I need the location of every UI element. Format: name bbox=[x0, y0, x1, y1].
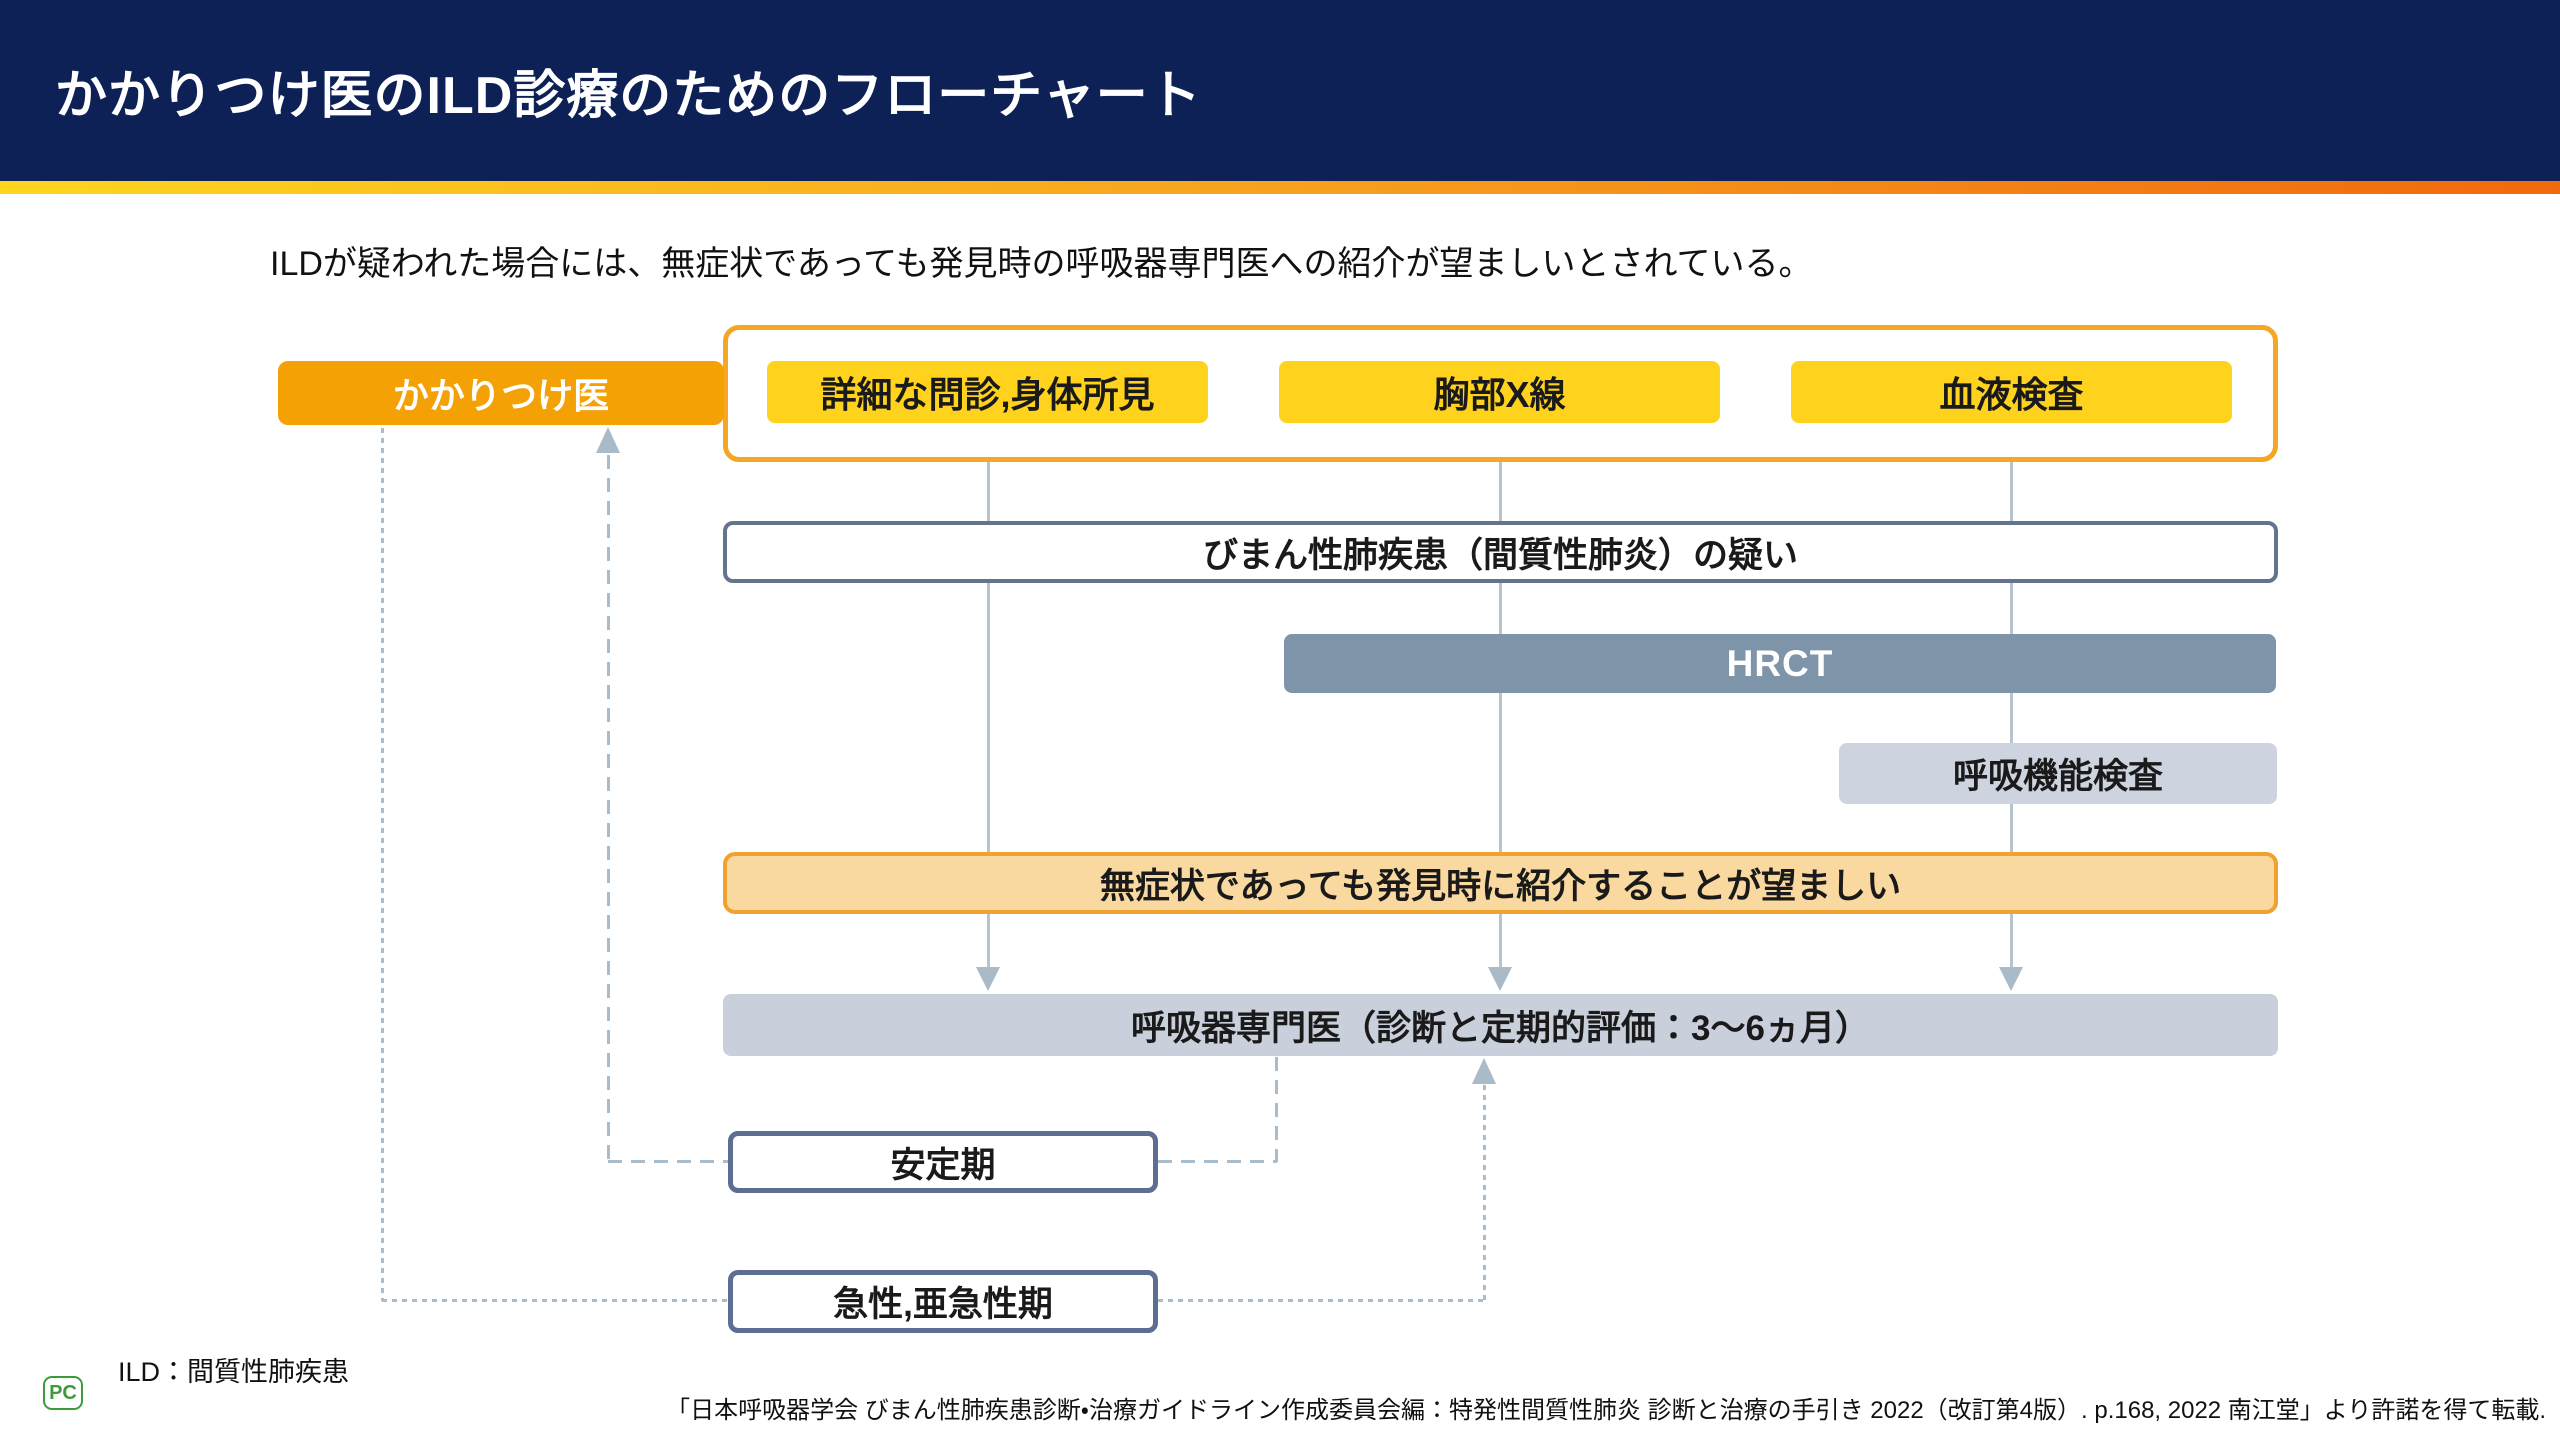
specialist-to-stable-horizontal-dashed-line bbox=[1158, 1159, 1277, 1163]
arrow-down-icon bbox=[1488, 967, 1512, 991]
specialist-box: 呼吸器専門医（診断と定期的評価：3〜6ヵ月） bbox=[723, 994, 2278, 1056]
exam-label: 胸部X線 bbox=[1433, 374, 1566, 415]
header-bar: かかりつけ医のILD診療のためのフローチャート bbox=[0, 0, 2560, 181]
exam-box-interview: 詳細な問診,身体所見 bbox=[767, 361, 1208, 423]
page-title: かかりつけ医のILD診療のためのフローチャート bbox=[55, 67, 1202, 125]
pulmonary-function-test-box: 呼吸機能検査 bbox=[1839, 743, 2277, 804]
suspicion-label: びまん性肺疾患（間質性肺炎）の疑い bbox=[1202, 535, 1798, 575]
acute-phase-box: 急性,亜急性期 bbox=[728, 1270, 1158, 1333]
pc-logo: PC bbox=[43, 1376, 83, 1410]
acute-phase-label: 急性,亜急性期 bbox=[833, 1285, 1053, 1324]
hrct-box: HRCT bbox=[1284, 634, 2276, 693]
arrow-up-icon bbox=[596, 427, 620, 453]
exam-box-blood-test: 血液検査 bbox=[1791, 361, 2232, 423]
accent-gradient-bar bbox=[0, 181, 2560, 194]
exam-label: 詳細な問診,身体所見 bbox=[820, 374, 1155, 415]
exam-label: 血液検査 bbox=[1939, 374, 2084, 415]
suspicion-box: びまん性肺疾患（間質性肺炎）の疑い bbox=[723, 521, 2278, 583]
connector-suspicion-to-specialist-line-2 bbox=[1498, 583, 1502, 971]
intro-text: ILDが疑われた場合には、無症状であっても発見時の呼吸器専門医への紹介が望ましい… bbox=[270, 245, 1813, 283]
footnote-ild-definition: ILD：間質性肺疾患 bbox=[118, 1357, 350, 1387]
stable-phase-label: 安定期 bbox=[890, 1145, 996, 1185]
arrow-down-icon bbox=[1999, 967, 2023, 991]
acute-return-left-vertical-dotted-line bbox=[380, 428, 384, 1301]
recommendation-box: 無症状であっても発見時に紹介することが望ましい bbox=[723, 852, 2278, 914]
hrct-label: HRCT bbox=[1726, 642, 1834, 684]
pft-label: 呼吸機能検査 bbox=[1952, 757, 2163, 796]
primary-care-label: かかりつけ医 bbox=[392, 375, 610, 416]
specialist-to-stable-vertical-dashed-line bbox=[1274, 1057, 1278, 1162]
stable-phase-box: 安定期 bbox=[728, 1131, 1158, 1193]
arrow-down-icon bbox=[976, 967, 1000, 991]
stable-return-vertical-dashed-line bbox=[606, 455, 610, 1163]
pc-logo-text: PC bbox=[49, 1381, 77, 1404]
arrow-up-icon bbox=[1472, 1058, 1496, 1084]
acute-return-left-horizontal-dotted-line bbox=[382, 1298, 728, 1302]
acute-to-specialist-vertical-dotted-line bbox=[1482, 1085, 1486, 1301]
connector-suspicion-to-specialist-line-1 bbox=[986, 583, 990, 971]
recommendation-label: 無症状であっても発見時に紹介することが望ましい bbox=[1099, 866, 1902, 906]
connector-exam1-to-suspicion-line bbox=[986, 462, 990, 521]
acute-to-specialist-horizontal-dotted-line bbox=[1158, 1298, 1486, 1302]
specialist-label: 呼吸器専門医（診断と定期的評価：3〜6ヵ月） bbox=[1131, 1008, 1870, 1048]
primary-care-box: かかりつけ医 bbox=[278, 361, 724, 425]
connector-exam2-to-suspicion-line bbox=[1498, 462, 1502, 521]
citation-text: 「日本呼吸器学会 びまん性肺疾患診断・治療ガイドライン作成委員会編：特発性間質性… bbox=[666, 1397, 2546, 1424]
connector-exam3-to-suspicion-line bbox=[2009, 462, 2013, 521]
exam-box-chest-xray: 胸部X線 bbox=[1279, 361, 1720, 423]
stable-return-horizontal-dashed-line bbox=[608, 1159, 728, 1163]
